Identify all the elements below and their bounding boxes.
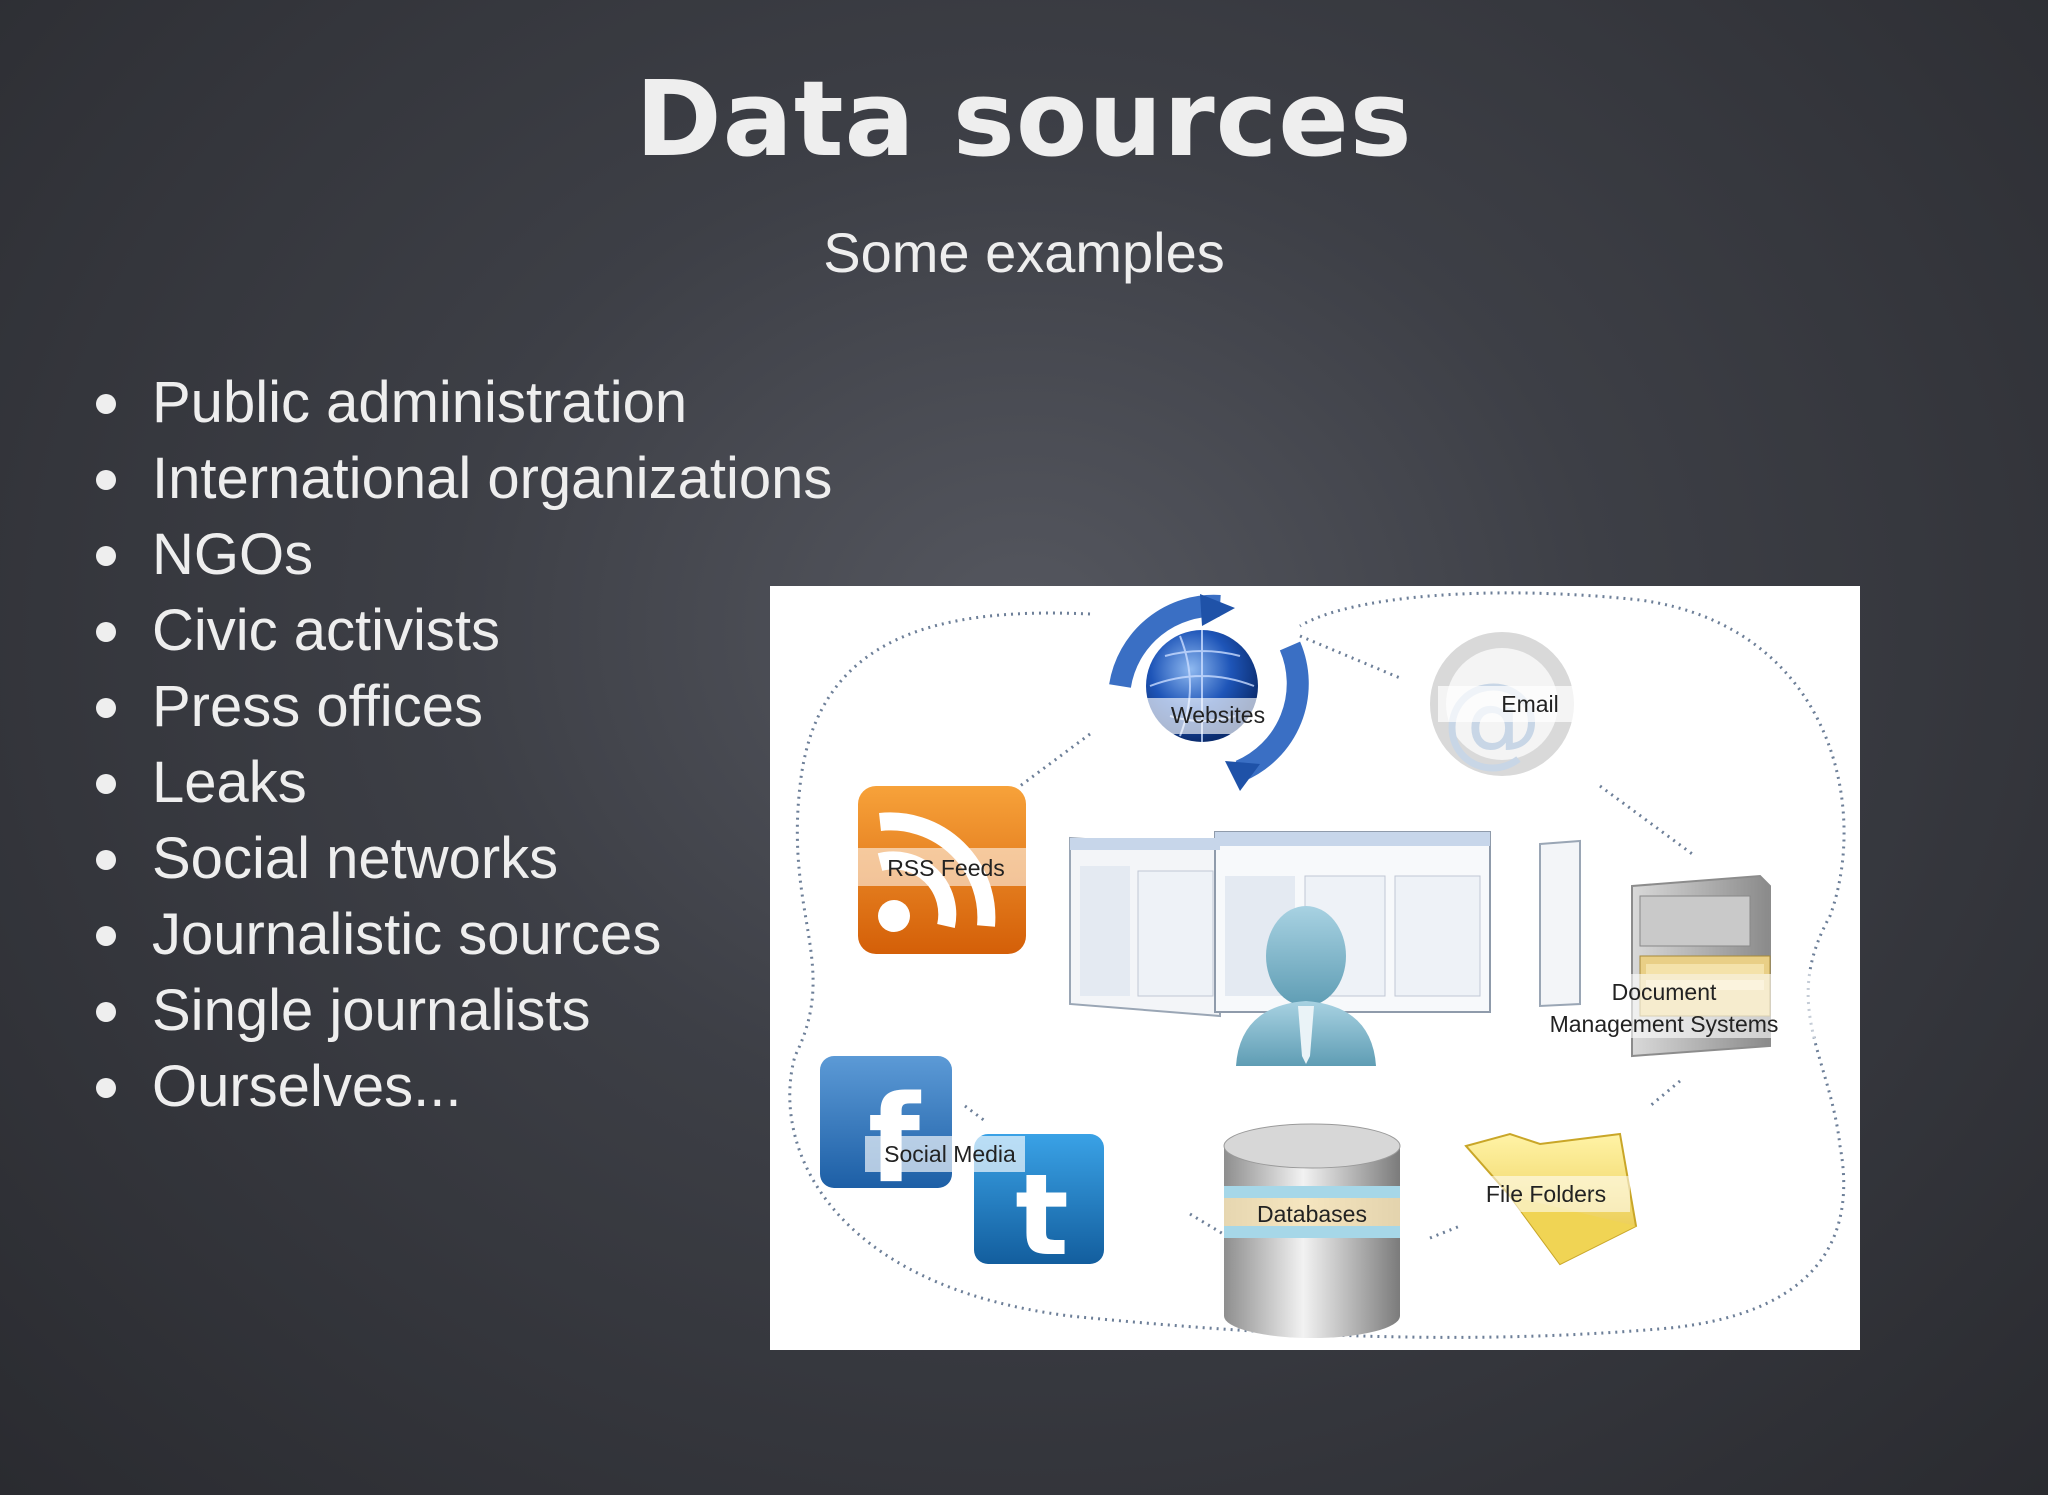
- social-label-backdrop: [865, 1136, 1025, 1172]
- rss-feed-icon: [858, 786, 1026, 954]
- list-item: Social networks: [96, 821, 832, 897]
- bullet-icon: [96, 698, 116, 718]
- email-icon: @: [1430, 632, 1598, 778]
- list-item: Single journalists: [96, 973, 832, 1049]
- diagram-canvas: Websites @ Email RSS Feeds: [788, 591, 1846, 1339]
- bullet-list: Public administration International orga…: [96, 365, 832, 1125]
- dotted-connector: [964, 1104, 986, 1123]
- list-item-label: Leaks: [152, 750, 307, 815]
- bullet-icon: [96, 926, 116, 946]
- dotted-connector: [1019, 732, 1091, 788]
- dotted-connector: [788, 591, 1846, 1339]
- file-folder-icon: [1464, 1132, 1638, 1266]
- dotted-connector: [1299, 634, 1401, 680]
- rss-label: RSS Feeds: [887, 855, 1005, 881]
- list-item: Civic activists: [96, 593, 832, 669]
- list-item-label: International organizations: [152, 446, 833, 511]
- bullet-icon: [96, 850, 116, 870]
- bullet-icon: [96, 394, 116, 414]
- list-item-label: Journalistic sources: [152, 902, 662, 967]
- bullet-icon: [96, 1002, 116, 1022]
- bullet-icon: [96, 546, 116, 566]
- dotted-connector: [1189, 1212, 1231, 1240]
- bullet-icon: [96, 1078, 116, 1098]
- bullet-icon: [96, 622, 116, 642]
- list-item-label: Public administration: [152, 370, 688, 435]
- databases-label: Databases: [1257, 1201, 1367, 1227]
- list-item: Ourselves...: [96, 1049, 832, 1125]
- bullet-icon: [96, 470, 116, 490]
- email-label: Email: [1501, 691, 1559, 717]
- list-item: Leaks: [96, 745, 832, 821]
- list-item: NGOs: [96, 517, 832, 593]
- dotted-connector: [1599, 784, 1696, 858]
- list-item-label: Social networks: [152, 826, 559, 891]
- application-screens-icon: [1069, 831, 1581, 1018]
- websites-label: Websites: [1171, 702, 1265, 728]
- list-item: Press offices: [96, 669, 832, 745]
- database-icon: [1223, 1123, 1401, 1338]
- slide-subtitle: Some examples: [823, 221, 1225, 284]
- data-sources-diagram: Websites @ Email RSS Feeds: [770, 586, 1860, 1350]
- svg-text:t: t: [1015, 1151, 1069, 1281]
- list-item-label: Press offices: [152, 674, 483, 739]
- dotted-connector: [1649, 1079, 1681, 1108]
- filing-cabinet-icon: [1615, 874, 1815, 1058]
- list-item: Public administration: [96, 365, 832, 441]
- social-media-label: Social Media: [884, 1141, 1016, 1167]
- dotted-connector: [1429, 1224, 1461, 1240]
- slide-title: Data sources: [635, 58, 1413, 180]
- facebook-icon: f: [820, 1056, 952, 1210]
- list-item-label: Civic activists: [152, 598, 501, 663]
- list-item-label: Single journalists: [152, 978, 591, 1043]
- dms-label-line2: Management Systems: [1550, 1011, 1779, 1037]
- list-item-label: NGOs: [152, 522, 314, 587]
- bullet-icon: [96, 774, 116, 794]
- websites-globe-icon: [1109, 594, 1309, 791]
- list-item: Journalistic sources: [96, 897, 832, 973]
- user-avatar: [1236, 906, 1376, 1066]
- dms-label-line1: Document: [1612, 979, 1717, 1005]
- list-item-label: Ourselves...: [152, 1054, 462, 1119]
- list-item: International organizations: [96, 441, 832, 517]
- file-folders-label: File Folders: [1486, 1181, 1606, 1207]
